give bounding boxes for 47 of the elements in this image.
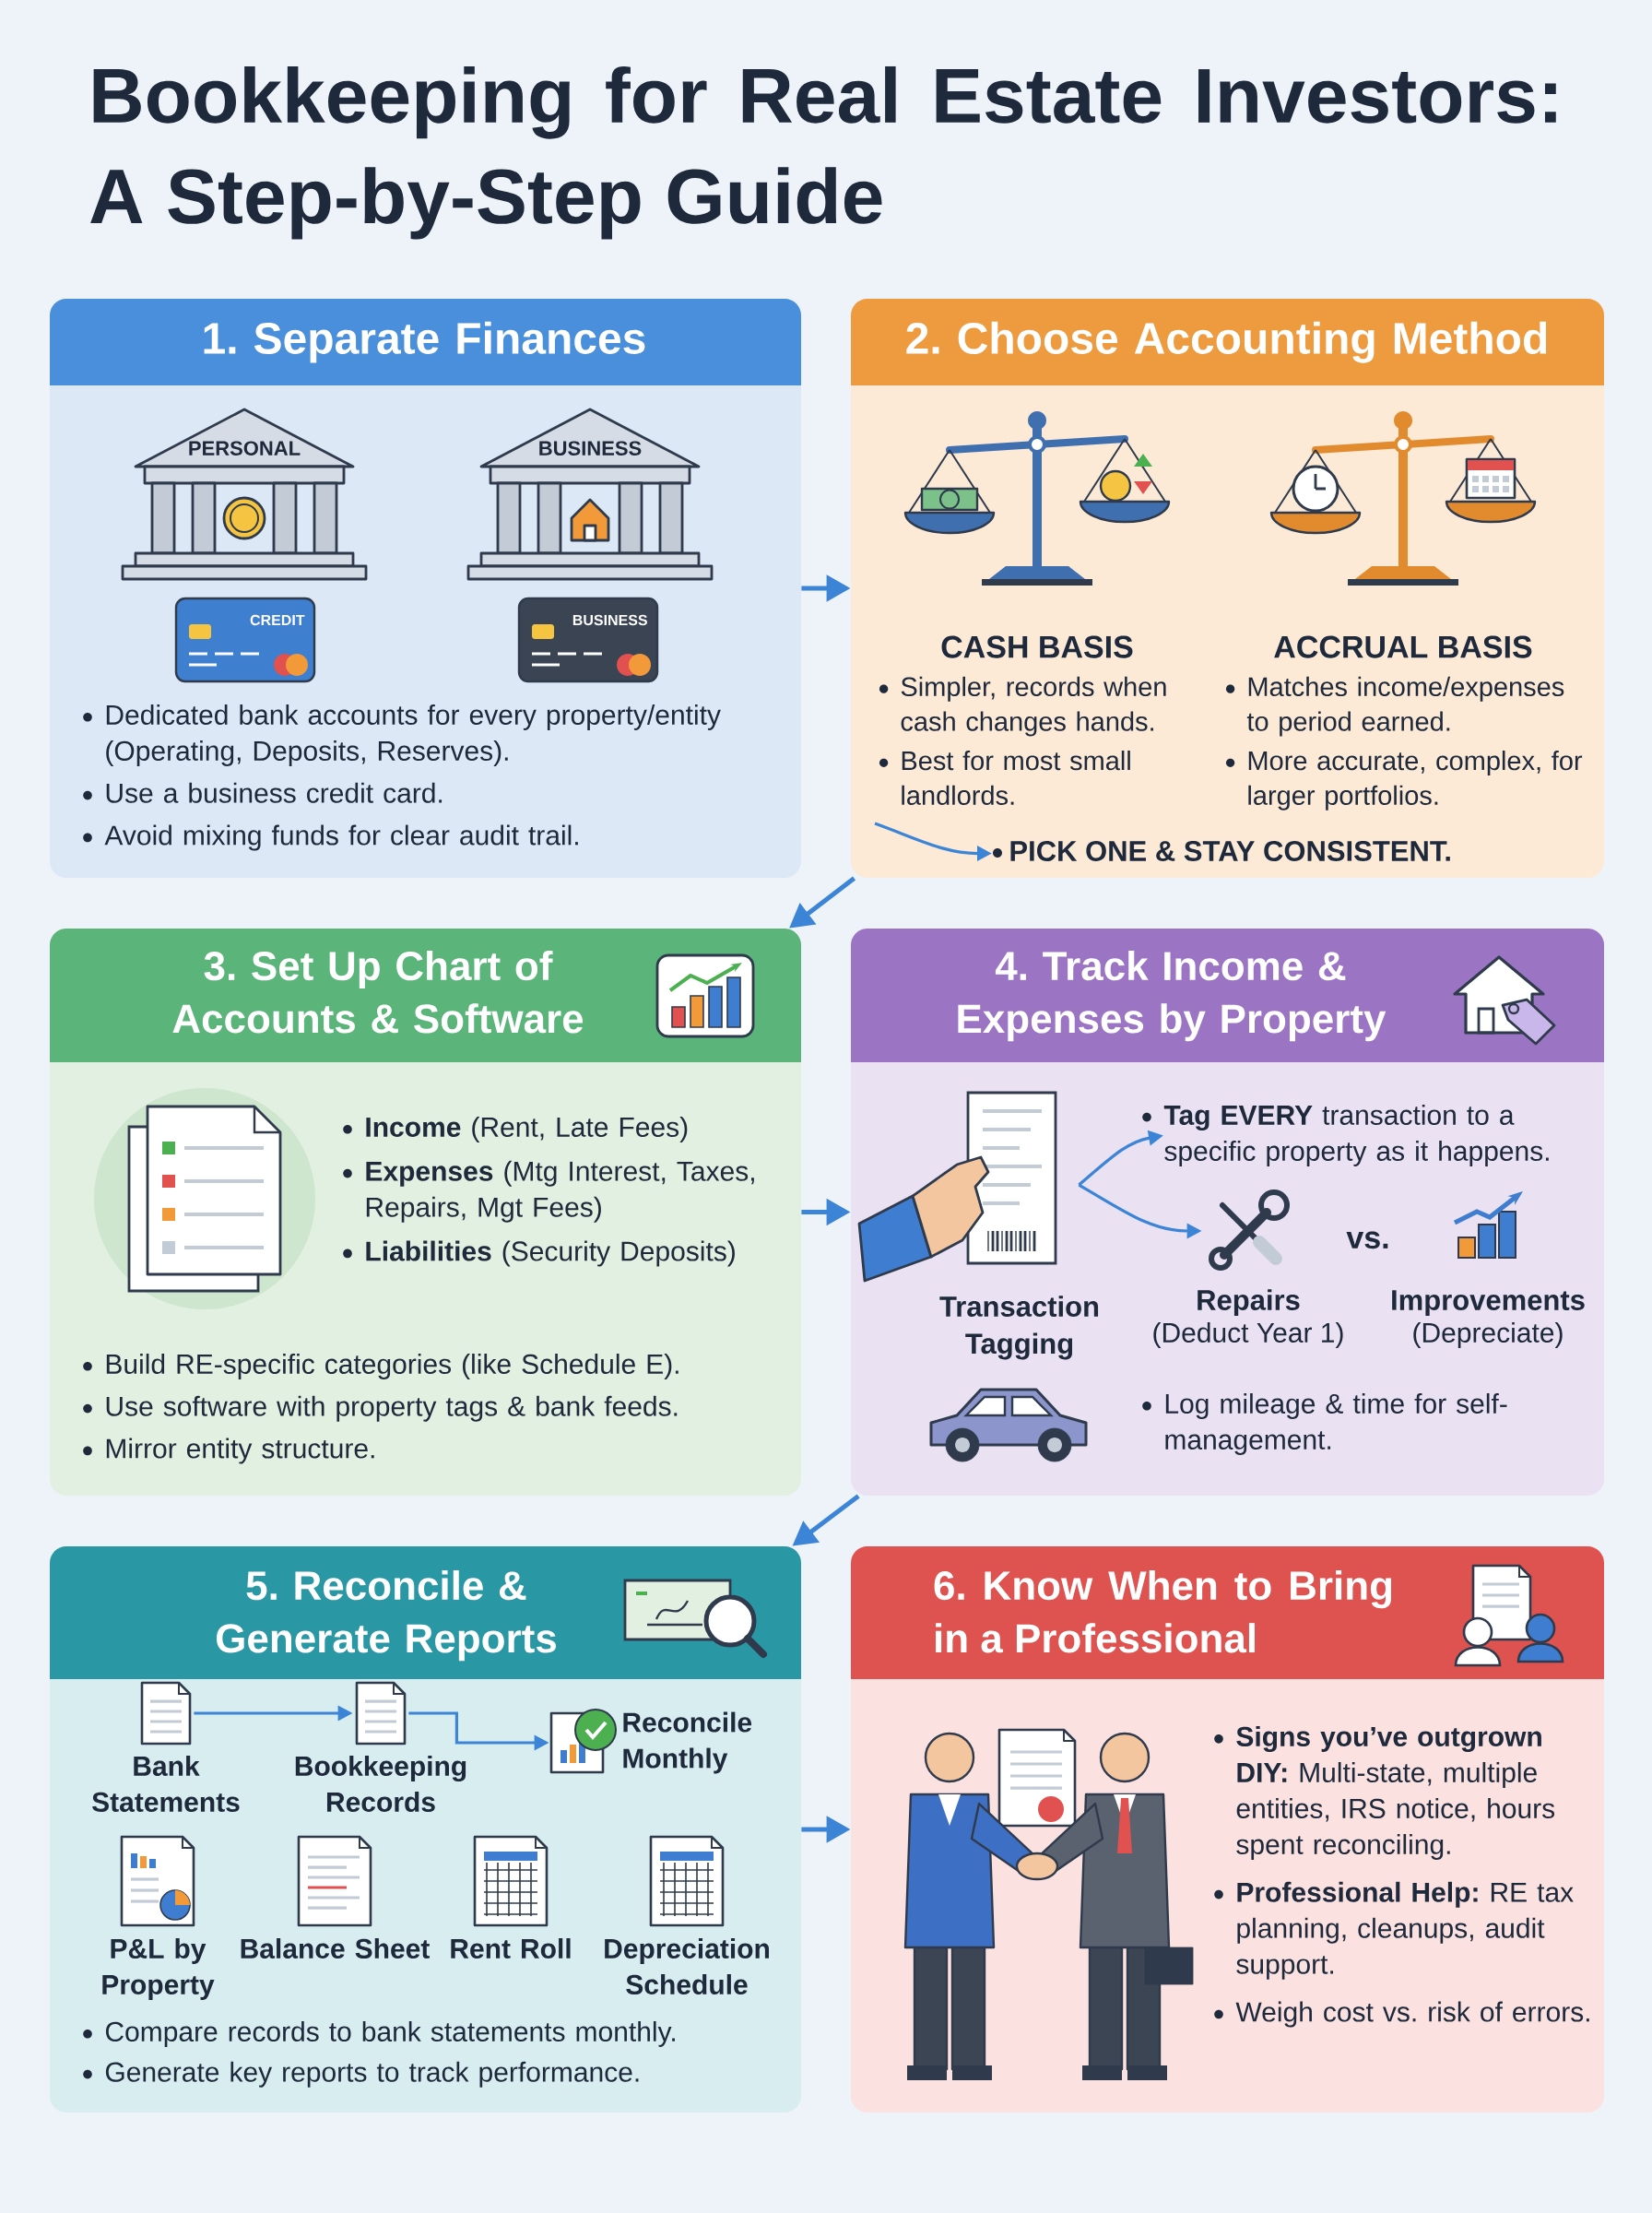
card-label: CREDIT [250,614,305,626]
icon-caption: Bank Statements [92,1756,240,1812]
comparison-text: vs. [1346,1231,1388,1249]
icon-caption: P&L by Property [102,1938,215,2000]
icon-caption: Reconcile Monthly [623,1711,752,1774]
bullet-item: Compare records to bank statements monthly. [83,2021,675,2047]
bullet-item: PICK ONE & STAY CONSISTENT. [993,841,1450,861]
bullet-item: Build RE-specific categories (like Schedule E). [83,1354,678,1379]
title: Bookkeeping for Real Estate Investors: A Step-by-Step Guide [90,65,1556,240]
bullet-item: Signs you’ve outgrown DIY: Multi-state, multiple entities, IRS notice, hours spent reconciling. [1214,1726,1555,1860]
panel-header: 5. Reconcile & Generate Reports [50,1546,801,1679]
bank-label: PERSONAL [189,441,301,456]
bullet-item: Log mileage & time for self-management. [1142,1393,1507,1455]
panel-header: 2. Choose Accounting Method [851,299,1604,385]
panel-header: 3. Set Up Chart of Accounts & Software [50,929,801,1062]
bullet-item: Avoid mixing funds for clear audit trail. [83,824,578,851]
bullet-item: Mirror entity structure. [83,1438,374,1464]
panel-header: 1. Separate Finances [50,299,801,385]
icon-caption: (Deduct Year 1) [1153,1322,1343,1348]
icon-caption: (Depreciate) [1413,1322,1563,1348]
bank-label: BUSINESS [539,441,642,456]
bullet-item: Dedicated bank accounts for every property/entity (Operating, Deposits, Reserves). [83,704,721,766]
column-heading: CASH BASIS [941,635,1133,658]
bullet-item: Simpler, records when cash changes hands. [879,676,1166,737]
bullet-item: More accurate, complex, for larger portfolios. [1225,751,1583,811]
column-heading: ACCRUAL BASIS [1274,635,1532,658]
bullet-item: Expenses (Mtg Interest, Taxes, Repairs, Mgt Fees) [343,1160,754,1223]
icon-caption: Balance Sheet [241,1938,430,1959]
bullet-item: Income (Rent, Late Fees) [343,1117,688,1142]
bullet-item: Use a business credit card. [83,782,442,803]
bullet-item: Matches income/expenses to period earned. [1225,676,1564,737]
panel-header: 6. Know When to Bring in a Professional [851,1546,1604,1679]
bullet-item: Tag EVERY transaction to a specific property as it happens. [1142,1105,1549,1166]
bullet-item: Professional Help: RE tax planning, cleanups, audit support. [1214,1881,1574,1980]
icon-caption: Bookkeeping Records [295,1756,466,1812]
card-label: BUSINESS [572,614,647,626]
icon-caption: Rent Roll [451,1938,571,1959]
bullet-item: Liabilities (Security Deposits) [343,1240,735,1267]
icon-caption: Repairs [1198,1289,1300,1317]
panel-header: 4. Track Income & Expenses by Property [851,929,1604,1062]
bullet-item: Generate key reports to track performance. [83,2061,639,2088]
bullet-item: Weigh cost vs. risk of errors. [1214,2001,1589,2028]
bullet-item: Best for most small landlords. [879,751,1130,805]
icon-caption: Transaction Tagging [939,1296,1099,1360]
icon-caption: Depreciation Schedule [605,1938,769,1994]
bullet-item: Use software with property tags & bank feeds. [83,1395,678,1422]
icon-caption: Improvements [1392,1290,1585,1317]
